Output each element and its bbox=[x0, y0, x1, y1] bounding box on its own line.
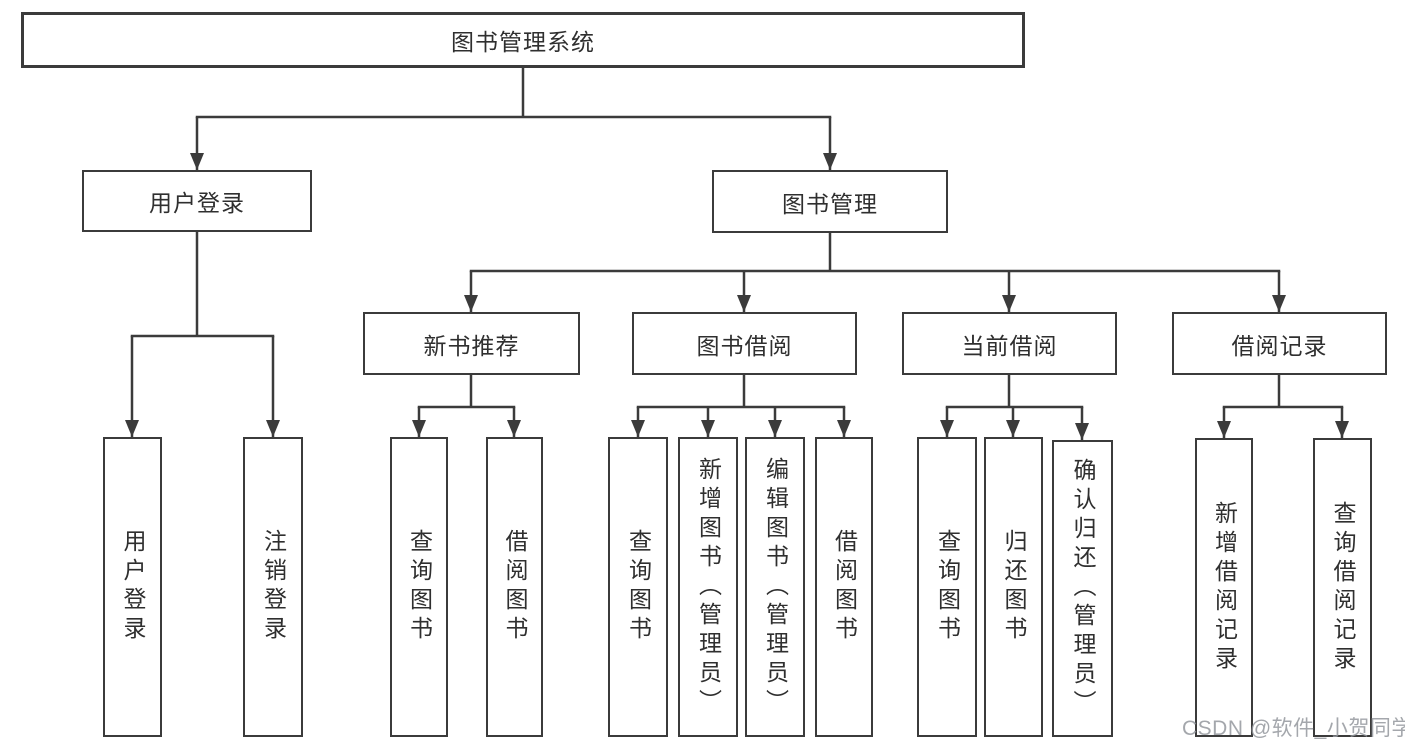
node-library-management-system: 图书管理系统 bbox=[21, 12, 1025, 68]
leaf-return-books: 归还图书 bbox=[984, 437, 1043, 737]
node-book-management-branch: 图书管理 bbox=[712, 170, 948, 233]
leaf-query-books-2: 查询图书 bbox=[608, 437, 668, 737]
leaf-query-books-3: 查询图书 bbox=[917, 437, 977, 737]
leaf-confirm-return-admin: 确认归还（管理员） bbox=[1052, 440, 1113, 737]
leaf-edit-books-admin: 编辑图书（管理员） bbox=[745, 437, 805, 737]
node-new-book-recommendation: 新书推荐 bbox=[363, 312, 580, 375]
leaf-add-borrow-record: 新增借阅记录 bbox=[1195, 438, 1253, 737]
node-book-borrowing: 图书借阅 bbox=[632, 312, 857, 375]
leaf-query-books-1: 查询图书 bbox=[390, 437, 448, 737]
leaf-borrow-books-2: 借阅图书 bbox=[815, 437, 873, 737]
leaf-add-books-admin: 新增图书（管理员） bbox=[678, 437, 738, 737]
leaf-logout: 注销登录 bbox=[243, 437, 303, 737]
leaf-query-borrow-record: 查询借阅记录 bbox=[1313, 438, 1372, 737]
leaf-user-login: 用户登录 bbox=[103, 437, 162, 737]
leaf-borrow-books-1: 借阅图书 bbox=[486, 437, 543, 737]
node-borrowing-records: 借阅记录 bbox=[1172, 312, 1387, 375]
node-user-login-branch: 用户登录 bbox=[82, 170, 312, 232]
node-current-borrowing: 当前借阅 bbox=[902, 312, 1117, 375]
